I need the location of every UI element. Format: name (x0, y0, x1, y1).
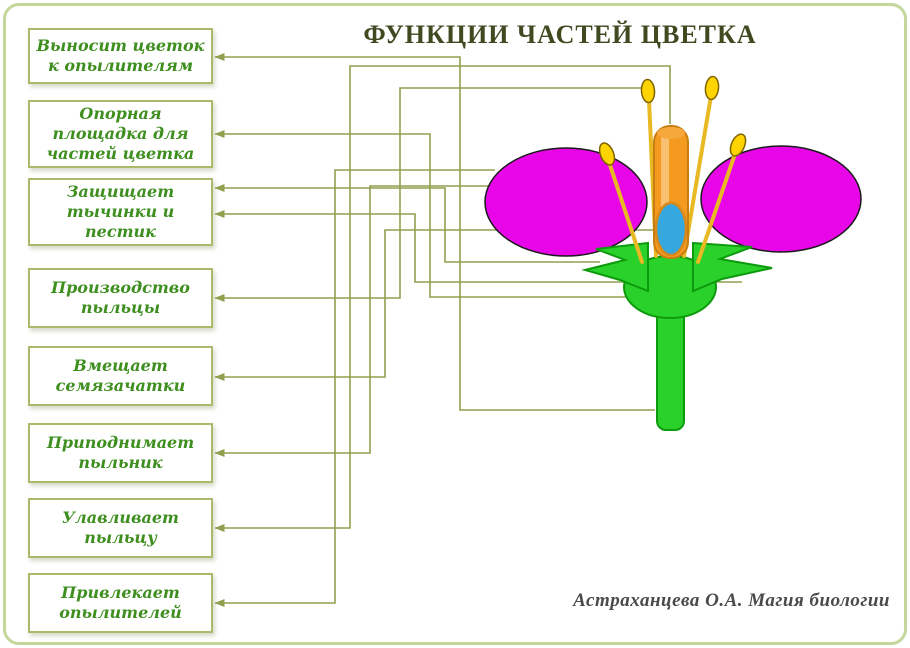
function-box-receptacle: Опорная площадка для частей цветка (28, 100, 213, 168)
function-box-sepals: Защищает тычинки и пестик (28, 178, 213, 246)
connector-sepal-right (214, 210, 742, 283)
function-box-filament: Приподнимает пыльник (28, 423, 213, 483)
anther-left-inner (640, 78, 656, 104)
function-label-stigma: Улавливает пыльцу (62, 508, 179, 547)
anther-right-outer (729, 133, 747, 157)
filament-left-outer (607, 160, 644, 264)
function-box-stigma: Улавливает пыльцу (28, 498, 213, 558)
function-box-anther: Производство пыльцы (28, 268, 213, 328)
function-label-stem: Выносит цветок к опылителям (36, 36, 205, 75)
anther-left-outer (598, 142, 616, 166)
function-box-ovary: Вмещает семязачатки (28, 346, 213, 406)
stigma (657, 127, 685, 139)
ovary (654, 201, 688, 257)
page-title: ФУНКЦИИ ЧАСТЕЙ ЦВЕТКА (363, 20, 757, 49)
connector-stigma (214, 65, 671, 532)
function-label-anther: Производство пыльцы (51, 278, 190, 317)
author-signature: Астраханцева О.А. Магия биологии (573, 590, 890, 611)
function-label-receptacle: Опорная площадка для частей цветка (46, 104, 195, 163)
petal-right (700, 145, 862, 253)
function-box-petals: Привлекает опылителей (28, 573, 213, 633)
connector-receptacle (214, 130, 645, 298)
function-label-petals: Привлекает опылителей (59, 583, 182, 622)
anthers (598, 75, 747, 166)
filament-right-outer (696, 149, 738, 264)
function-label-sepals: Защищает тычинки и пестик (66, 182, 175, 241)
function-label-filament: Приподнимает пыльник (46, 433, 195, 472)
sepal-left (581, 241, 649, 293)
function-label-ovary: Вмещает семязачатки (55, 356, 186, 395)
sepal-right (692, 241, 773, 293)
anther-right-inner (704, 75, 720, 101)
petal-left (484, 147, 648, 257)
connector-stem (214, 53, 655, 411)
connector-anther (214, 87, 641, 302)
connector-sepal-left (214, 184, 600, 263)
connector-lines (214, 53, 742, 607)
flower (484, 75, 862, 431)
function-box-stem: Выносит цветок к опылителям (28, 28, 213, 84)
connector-petals (214, 169, 495, 607)
